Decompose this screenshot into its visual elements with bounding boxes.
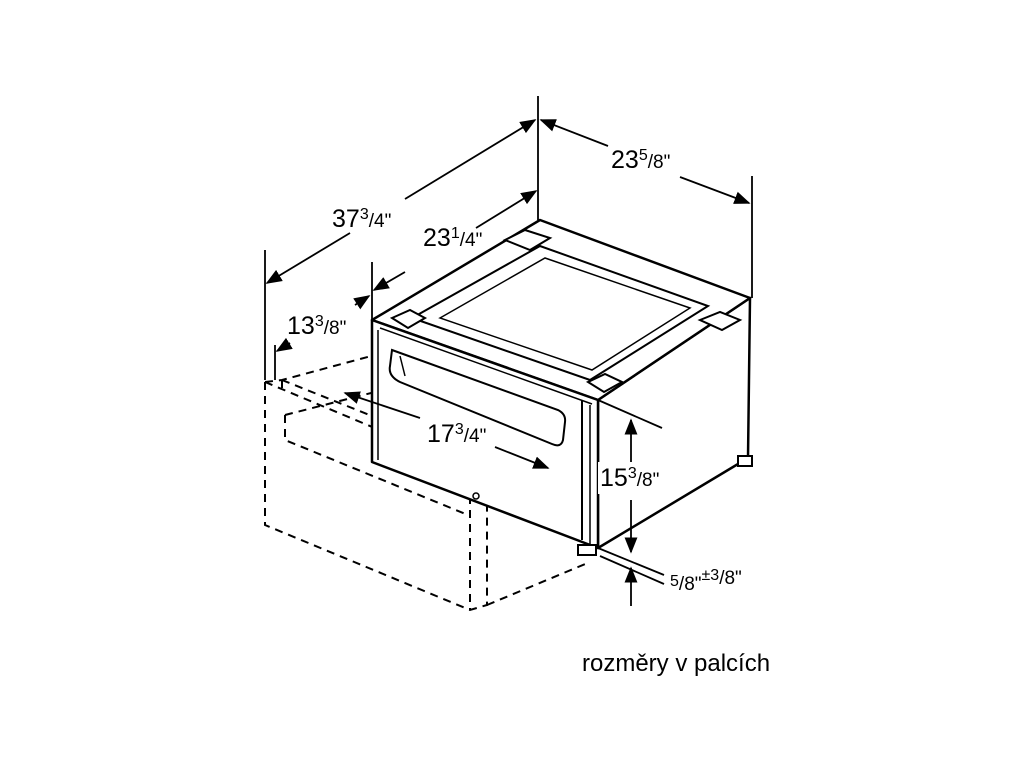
dim-line-drawer-depth [343, 391, 421, 419]
front-top-edge [379, 327, 593, 405]
label-foot-height: 5/8"±3/8" [670, 567, 742, 595]
top-recess [409, 244, 711, 382]
label-overall-depth: 373/4" [332, 205, 391, 233]
label-drawer-depth: 173/4" [427, 420, 486, 448]
corner-block [389, 308, 428, 330]
corner-block [697, 310, 743, 332]
dim-line-drawer-depth [494, 446, 550, 469]
extension-line [597, 547, 665, 576]
corner-block [502, 228, 553, 252]
units-caption: rozměry v palcích [582, 650, 771, 677]
drawer-knob-mark [472, 492, 480, 500]
dim-line-body-depth [475, 190, 538, 229]
dim-line-drawer-extension [275, 337, 293, 352]
label-width: 235/8" [611, 146, 670, 174]
dim-line-width [539, 119, 609, 147]
dim-line-width [679, 176, 751, 204]
dim-line-drawer-extension [353, 295, 371, 310]
foot [737, 455, 753, 467]
top-recess-inner [438, 257, 692, 371]
label-body-depth: 231/4" [423, 224, 482, 252]
extension-line [597, 399, 663, 429]
handle-inner-line [399, 355, 406, 377]
label-drawer-extension: 133/8" [287, 312, 346, 340]
extension-line [599, 555, 665, 585]
dim-line-body-depth [372, 271, 406, 291]
dim-line-overall-depth [404, 119, 537, 200]
dim-line-overall-depth [265, 232, 351, 284]
corner-block [585, 372, 625, 394]
foot [577, 544, 597, 556]
drawer-handle[interactable] [388, 348, 567, 447]
label-height: 153/8" [600, 464, 659, 492]
